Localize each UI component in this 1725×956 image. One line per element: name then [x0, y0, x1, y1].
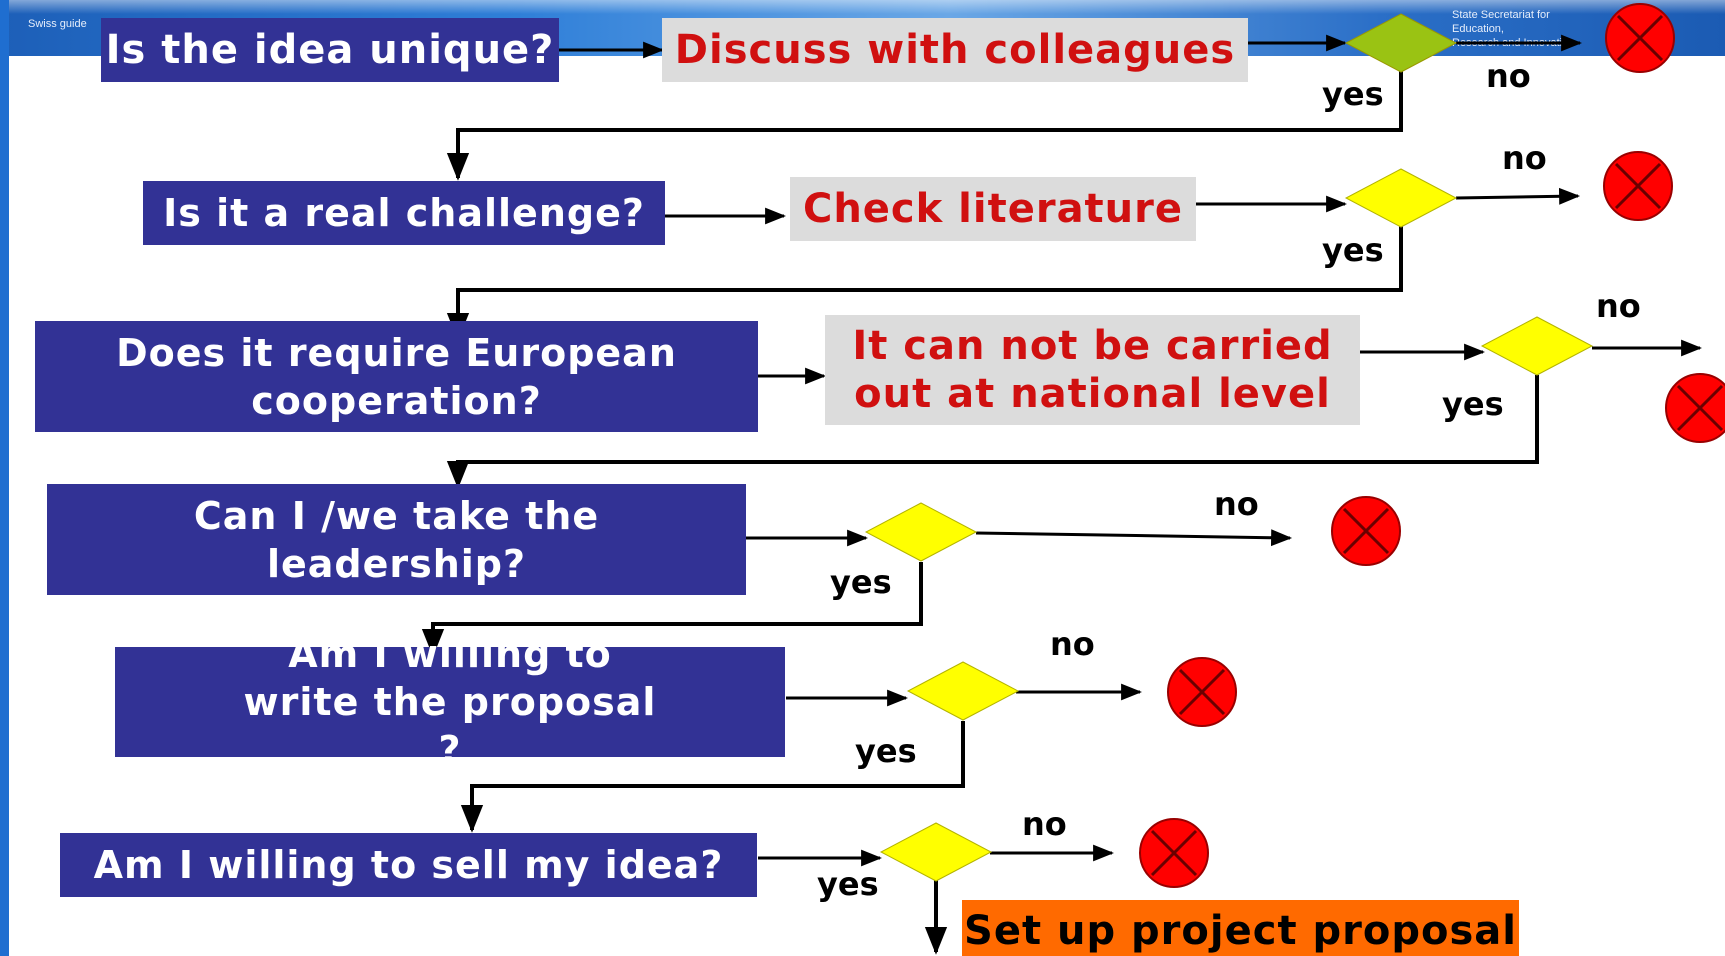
diamond-icon [1344, 13, 1458, 73]
yes-label: yes [1322, 231, 1384, 269]
final-box-project-proposal: Set up project proposal [962, 900, 1519, 956]
question-box-leadership: Can I /we take the leadership? [47, 484, 746, 595]
diamond-icon [1480, 316, 1594, 376]
no-label: no [1050, 625, 1095, 663]
diamond-icon [1344, 168, 1458, 228]
stop-x-icon [1166, 656, 1238, 728]
no-label: no [1502, 139, 1547, 177]
question-box-real-challenge: Is it a real challenge? [143, 181, 665, 245]
no-label: no [1596, 287, 1641, 325]
question-box-sell-idea: Am I willing to sell my idea? [60, 833, 757, 897]
no-label: no [1214, 485, 1259, 523]
stop-x-icon [1138, 817, 1210, 889]
question-box-write-proposal: Am I willing to write the proposal ? [115, 632, 785, 772]
stop-x-icon [1330, 495, 1402, 567]
left-edge-bar [0, 0, 9, 956]
yes-label: yes [817, 865, 879, 903]
yes-label: yes [1442, 385, 1504, 423]
diamond-icon [879, 822, 993, 882]
connector-d3-to-q4 [446, 375, 1539, 489]
connector-d1-to-q2 [446, 70, 1403, 181]
diamond-icon [864, 502, 978, 562]
yes-label: yes [1322, 75, 1384, 113]
no-label: no [1486, 57, 1531, 95]
banner-shine [0, 0, 1725, 14]
header-left-caption: Swiss guide [28, 18, 87, 30]
action-box-discuss-colleagues: Discuss with colleagues [662, 18, 1248, 82]
arrow-d2-no [1455, 187, 1581, 205]
arrow-d4-no [975, 529, 1293, 547]
diamond-icon [906, 661, 1020, 721]
action-box-national-level: It can not be carried out at national le… [825, 315, 1360, 425]
connector-d5-to-q6 [460, 721, 965, 833]
stop-x-icon [1602, 150, 1674, 222]
connector-d4-to-q5 [421, 562, 923, 657]
yes-label: yes [855, 732, 917, 770]
question-box-unique-idea: Is the idea unique? [101, 18, 559, 82]
question-box-european-cooperation: Does it require European cooperation? [35, 321, 758, 432]
stop-x-icon [1604, 2, 1676, 74]
yes-label: yes [830, 563, 892, 601]
no-label: no [1022, 805, 1067, 843]
action-box-check-literature: Check literature [790, 177, 1196, 241]
stop-x-icon [1664, 372, 1725, 444]
connector-d2-to-q3 [446, 226, 1403, 341]
